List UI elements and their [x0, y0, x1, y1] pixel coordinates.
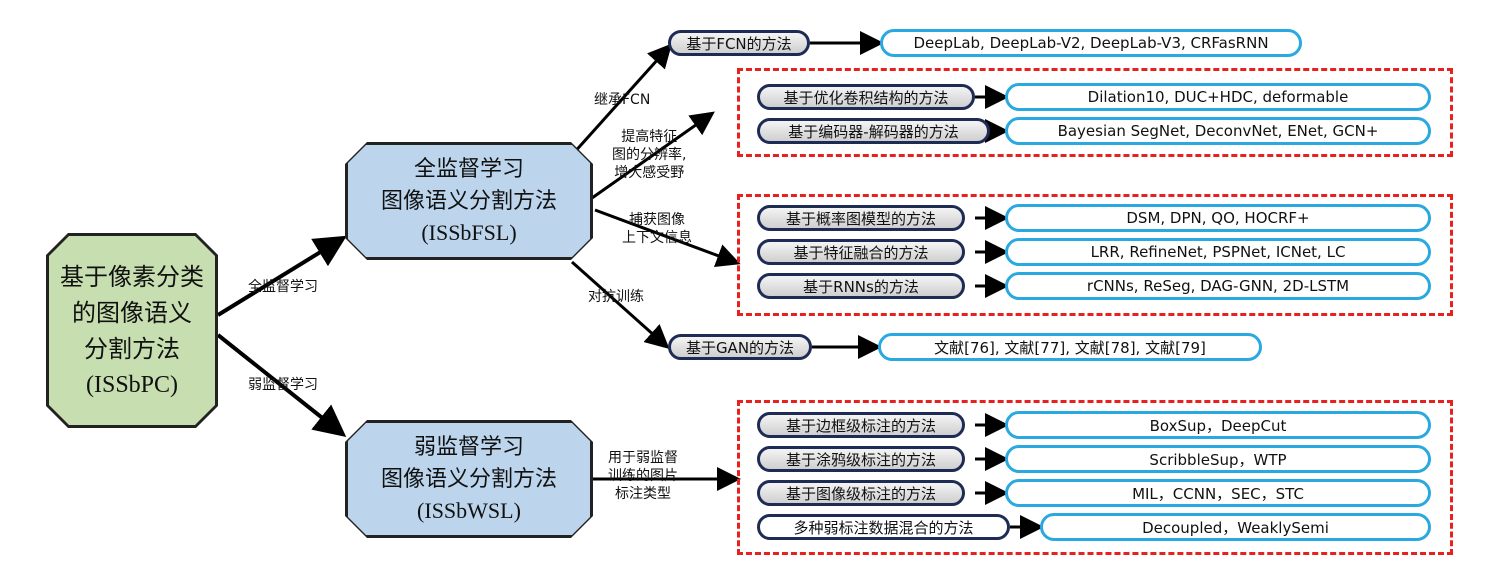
weak-title-line-2: 图像语义分割方法: [380, 467, 557, 492]
root-title-line-1: 基于像素分类: [60, 262, 204, 291]
result-encdec: Bayesian SegNet, DeconvNet, ENet, GCN+: [1005, 117, 1431, 145]
full-title-line-3: (ISSbFSL): [421, 220, 517, 245]
group-context: [737, 194, 1453, 316]
edge-label-weak-types-line-1: 用于弱监督: [608, 450, 678, 466]
method-box: 基于边框级标注的方法: [757, 412, 965, 438]
root-title-line-2: 的图像语义: [72, 298, 192, 327]
edge-label-resolution-line-3: 增大感受野: [614, 165, 685, 181]
edge-label-weak-label-types: 用于弱监督 训练的图片 标注类型: [608, 449, 678, 503]
result-box: BoxSup，DeepCut: [1005, 411, 1431, 439]
weak-title-line-3: (ISSbWSL): [417, 498, 521, 523]
full-title-line-2: 图像语义分割方法: [380, 189, 557, 214]
method-encdec: 基于编码器-解码器的方法: [757, 118, 990, 144]
arrow-full-to-resolution: [591, 111, 715, 200]
method-fusion: 基于特征融合的方法: [757, 239, 965, 265]
edge-label-weak-types-line-2: 训练的图片: [608, 468, 678, 484]
arrow-full-to-context: [594, 208, 741, 267]
edge-label-context-line-1: 捕获图像: [629, 212, 685, 228]
edge-label-resolution-line-1: 提高特征: [621, 129, 678, 145]
method-prob: 基于概率图模型的方法: [757, 205, 965, 231]
group-weak-labels: [737, 400, 1453, 555]
root-node: 基于像素分类 的图像语义 分割方法 (ISSbPC): [46, 233, 218, 428]
root-title-line-4: (ISSbPC): [85, 371, 179, 398]
method-fcn: 基于FCN的方法: [668, 30, 810, 56]
edge-label-adversarial: 对抗训练: [588, 289, 644, 305]
full-title-line-1: 全监督学习: [413, 157, 524, 182]
method-mixed: 多种弱标注数据混合的方法: [757, 514, 1010, 540]
edge-label-weak-types-line-3: 标注类型: [615, 486, 671, 502]
result-mixed: Decoupled，WeaklySemi: [1040, 513, 1431, 541]
arrow-root-to-full: [216, 235, 347, 317]
root-title-line-3: 分割方法: [84, 334, 180, 363]
method-conv: 基于优化卷积结构的方法: [757, 84, 975, 110]
edge-label-full: 全监督学习: [248, 279, 318, 295]
edge-label-weak: 弱监督学习: [248, 377, 318, 393]
full-supervision-node: 全监督学习 图像语义分割方法 (ISSbFSL): [345, 142, 593, 260]
result-scribble: ScribbleSup，WTP: [1005, 445, 1431, 473]
weak-title-line-1: 弱监督学习: [413, 435, 524, 460]
arrow-full-to-fcn: [570, 43, 673, 157]
arrow-root-to-weak: [216, 333, 347, 437]
result-rnn: rCNNs, ReSeg, DAG-GNN, 2D-LSTM: [1005, 272, 1431, 300]
method-gan: 基于GAN的方法: [668, 334, 812, 360]
method-rnn: 基于RNNs的方法: [757, 273, 965, 299]
result-fusion: LRR, RefineNet, PSPNet, ICNet, LC: [1005, 238, 1431, 266]
edge-label-context-line-2: 上下文信息: [622, 230, 692, 246]
result-fcn: DeepLab, DeepLab-V2, DeepLab-V3, CRFasRN…: [880, 29, 1302, 57]
edge-label-resolution-line-2: 图的分辨率,: [612, 147, 687, 163]
result-conv: Dilation10, DUC+HDC, deformable: [1005, 83, 1431, 111]
group-resolution: [737, 68, 1453, 157]
edge-label-resolution: 提高特征 图的分辨率, 增大感受野: [612, 128, 686, 182]
edge-label-context: 捕获图像 上下文信息: [622, 211, 692, 247]
arrow-full-to-gan: [571, 260, 670, 349]
weak-supervision-node: 弱监督学习 图像语义分割方法 (ISSbWSL): [345, 420, 593, 538]
method-scribble: 基于涂鸦级标注的方法: [757, 446, 965, 472]
result-gan: 文献[76], 文献[77], 文献[78], 文献[79]: [878, 333, 1262, 361]
result-prob: DSM, DPN, QO, HOCRF+: [1005, 204, 1431, 232]
edge-label-inherit-fcn: 继承FCN: [594, 92, 651, 108]
result-image: MIL，CCNN，SEC，STC: [1005, 479, 1431, 507]
method-image: 基于图像级标注的方法: [757, 480, 965, 506]
